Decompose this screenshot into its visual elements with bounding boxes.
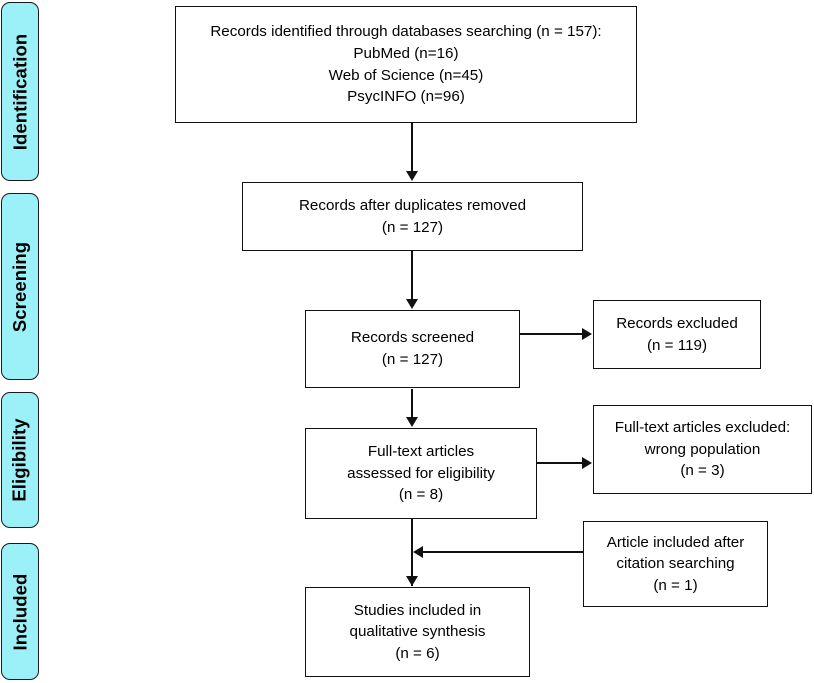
box-records-after-duplicates-text: Records after duplicates removed (n = 12…: [298, 196, 527, 236]
box-fulltext-excluded-text: Full-text articles excluded: wrong popul…: [614, 419, 791, 480]
arrowhead-identified-to-duplicates: [405, 171, 418, 181]
box-records-identified: Records identified through databases sea…: [175, 6, 637, 123]
stage-tab-included: Included: [1, 543, 39, 680]
arrowhead-fulltext-to-excluded: [582, 456, 592, 469]
stage-tab-screening-label: Screening: [9, 241, 31, 332]
connector-citation-to-spine: [423, 551, 583, 554]
connector-screened-to-excluded: [520, 333, 584, 336]
arrowhead-screened-to-fulltext: [405, 417, 418, 427]
stage-tab-eligibility-label: Eligibility: [9, 418, 30, 502]
box-records-screened: Records screened (n = 127): [305, 310, 520, 388]
stage-tab-screening: Screening: [1, 193, 39, 380]
stage-tab-identification: Identification: [1, 2, 39, 181]
box-records-excluded: Records excluded (n = 119): [593, 300, 761, 369]
box-fulltext-assessed-text: Full-text articles assessed for eligibil…: [347, 443, 495, 504]
box-records-after-duplicates: Records after duplicates removed (n = 12…: [242, 182, 583, 251]
arrowhead-fulltext-to-included: [405, 576, 418, 586]
arrowhead-duplicates-to-screened: [405, 299, 418, 309]
box-fulltext-assessed: Full-text articles assessed for eligibil…: [305, 428, 537, 519]
connector-fulltext-to-included: [411, 519, 414, 586]
box-records-identified-text: Records identified through databases sea…: [210, 23, 602, 106]
stage-tab-identification-label: Identification: [9, 33, 31, 150]
stage-tab-eligibility: Eligibility: [1, 392, 39, 528]
box-records-excluded-text: Records excluded (n = 119): [616, 314, 738, 354]
stage-tab-included-label: Included: [9, 573, 30, 650]
connector-fulltext-to-excluded: [537, 462, 584, 465]
connector-screened-to-fulltext: [411, 389, 414, 418]
arrowhead-citation-to-spine: [413, 545, 423, 558]
box-records-screened-text: Records screened (n = 127): [350, 329, 475, 368]
box-article-citation-searching: Article included after citation searchin…: [583, 521, 768, 607]
box-studies-included-text: Studies included in qualitative synthesi…: [349, 601, 486, 662]
box-studies-included: Studies included in qualitative synthesi…: [305, 587, 530, 677]
arrowhead-screened-to-excluded: [582, 327, 592, 340]
connector-identified-to-duplicates: [411, 123, 414, 172]
box-article-citation-searching-text: Article included after citation searchin…: [606, 533, 745, 594]
connector-duplicates-to-screened: [411, 251, 414, 300]
box-fulltext-excluded: Full-text articles excluded: wrong popul…: [593, 405, 812, 494]
